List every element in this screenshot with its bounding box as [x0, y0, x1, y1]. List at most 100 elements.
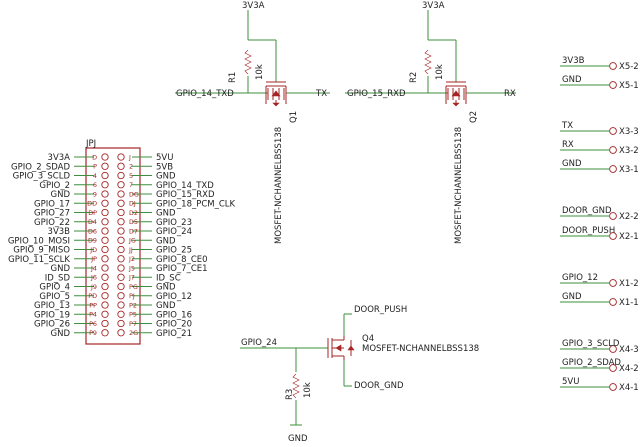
header-pin: [101, 245, 109, 254]
connector-pin-name: X3-1: [619, 165, 639, 175]
connector-net-label: RX: [562, 140, 574, 150]
header-pin: [101, 190, 109, 198]
header-pin: [101, 292, 109, 300]
connector-net-label: 3V3B: [562, 56, 585, 66]
q2-circuit: R2 10k 3V3A GPIO_15_RXD RX MOSFET-NCHANN…: [345, 1, 516, 244]
connector-net-label: GPIO_3_SCLD: [562, 339, 620, 349]
header-pin: [117, 190, 125, 198]
mosfet-q1-part: MOSFET-NCHANNELBSS138: [274, 127, 284, 244]
mosfet-q4-symbol: [327, 336, 355, 360]
header-left-pin-number: D: [92, 153, 97, 161]
header-ref: JPJ: [85, 139, 96, 149]
header-left-label: GPIO_5: [39, 292, 70, 302]
header-pin: [101, 301, 109, 309]
q4-drain-net-label: DOOR_PUSH: [354, 305, 407, 315]
q4-source-net-label: DOOR_GND: [354, 381, 404, 391]
header-right-label: 5VU: [156, 153, 173, 163]
header-left-label: 3V3A: [48, 153, 71, 163]
header-right-pin-number: JJ: [128, 246, 133, 254]
q1-circuit: R1 10k 3V3A GPIO_14_TXD TX MOSFET-NCHANN…: [175, 1, 330, 244]
header-pin: [117, 292, 125, 300]
header-left-pin-number: D4: [88, 218, 97, 226]
header-right-label: ID_SC: [156, 273, 181, 283]
header-left-pin-number: P9: [89, 329, 97, 337]
connector-pin-name: X4-1: [619, 383, 639, 393]
q1-rail-label: 3V3A: [242, 1, 265, 11]
header-pin: [117, 162, 125, 170]
connector-pin-name: X1-2: [619, 279, 639, 289]
connector-pin: [609, 62, 617, 70]
connector-net-label: 5VU: [562, 377, 579, 387]
header-pin: [117, 255, 125, 263]
header-pin: [101, 273, 109, 281]
header-right-label: GND: [156, 172, 176, 182]
q2-rail-label: 3V3A: [422, 1, 445, 11]
header-right-label: GPIO_25: [156, 246, 192, 256]
header-left-pin-number: D6: [88, 227, 97, 235]
header-left-label: GND: [51, 190, 71, 200]
header-left-pin-number: P: [93, 163, 97, 171]
header-right-label: GPIO_24: [156, 227, 192, 237]
header-right-pin-number: DG: [129, 190, 139, 198]
header-left-label: GPIO_2_SDAD: [11, 162, 70, 172]
header-left-pin-number: DD: [87, 200, 97, 208]
header-pin: [117, 171, 125, 180]
mosfet-q1-ref: Q1: [289, 111, 299, 123]
connector-pin: [609, 81, 617, 89]
header-left-pin-number: 6: [93, 181, 97, 189]
header-pin: [101, 329, 109, 337]
header-pin: [101, 310, 109, 318]
header-left-label: GPIO_10_MOSI: [8, 236, 70, 246]
header-pin: [117, 245, 125, 254]
connector-pin-name: X3-2: [619, 146, 639, 156]
header-right-pin-number: J: [128, 153, 131, 161]
header-pin: [101, 264, 109, 272]
connector-pin: [609, 345, 617, 353]
header-right-pin-number: J7: [128, 274, 135, 282]
header-right-pin-number: J5: [128, 264, 135, 272]
header-pin: [117, 310, 125, 318]
header-pin: [117, 329, 125, 337]
header-right-label: GPIO_15_RXD: [156, 190, 215, 200]
header-left-pin-number: JP: [90, 255, 97, 263]
header-pin: [117, 264, 125, 272]
header-left-pin-number: DP: [88, 209, 97, 217]
connector-pin-name: X4-3: [619, 345, 639, 355]
mosfet-q4-ref: Q4: [362, 334, 374, 344]
connector-net-label: GPIO_12: [562, 273, 598, 283]
header-pin: [101, 153, 109, 161]
header-pin: [117, 181, 125, 189]
header-right-label: GPIO_21: [156, 329, 192, 339]
header-left-label: GND: [51, 264, 71, 274]
connector-net-label: GND: [562, 292, 582, 302]
header-right-pin-number: PJ: [129, 292, 135, 300]
connector-pin: [609, 364, 617, 372]
connector-net-label: GPIO_2_SDAD: [562, 358, 621, 368]
header-right-label: GPIO_14_TXD: [156, 181, 214, 191]
resistor-r2-ref: R2: [409, 72, 419, 83]
header-right-pin-number: J2: [128, 255, 135, 263]
q4-gate-net-label: GPIO_24: [241, 338, 277, 348]
q2-right-net-label: RX: [504, 89, 516, 99]
resistor-r2-symbol: [424, 49, 432, 75]
header-pin: [117, 218, 125, 226]
header-left-pin-number: D9: [88, 237, 97, 245]
connector-pin: [609, 212, 617, 220]
q4-circuit: R3 10k GPIO_24 DOOR_PUSH DOOR_GND Q4 MOS…: [240, 305, 479, 444]
header-left-pin-number: J6: [90, 274, 97, 282]
header-pin: [117, 282, 125, 291]
header-right-label: GPIO_23: [156, 218, 192, 228]
header-pin: [101, 227, 109, 235]
header-pin: [101, 181, 109, 189]
header-right-pin-number: D2: [129, 209, 138, 217]
header-left-label: GPIO_22: [34, 218, 70, 228]
header-pin: [117, 153, 125, 161]
resistor-r1-value: 10k: [255, 64, 265, 80]
header-right-label: 5VB: [156, 162, 173, 172]
q2-left-net-label: GPIO_15_RXD: [347, 89, 406, 99]
connector-pin-name: X3-3: [619, 127, 639, 137]
header-pin: [101, 162, 109, 170]
connector-pin: [609, 146, 617, 154]
